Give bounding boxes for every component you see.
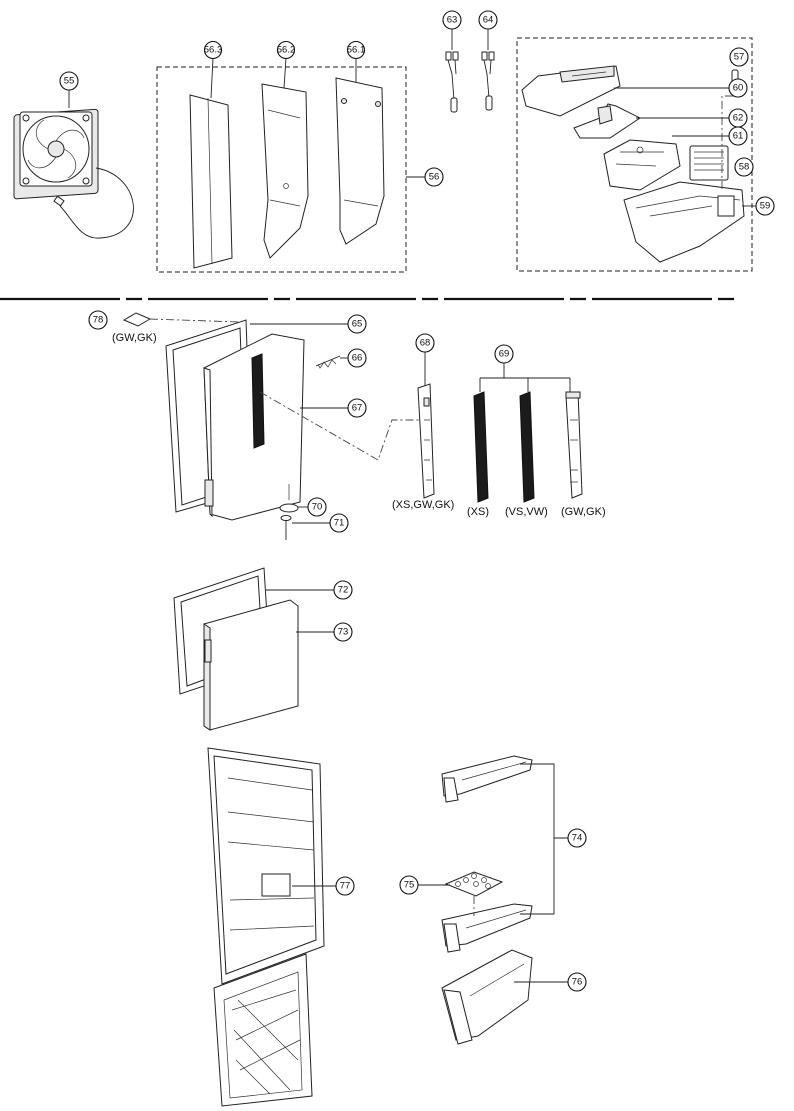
svg-text:58: 58	[739, 162, 750, 173]
svg-text:65: 65	[352, 319, 363, 330]
svg-text:74: 74	[572, 833, 583, 844]
svg-text:60: 60	[733, 83, 744, 94]
callout-71: 71	[292, 513, 349, 533]
callout-59: 59	[742, 196, 775, 216]
svg-text:67: 67	[352, 403, 363, 414]
display-link-line	[259, 391, 420, 461]
svg-text:73: 73	[338, 627, 349, 638]
door-shelf-74-upper	[441, 755, 533, 803]
svg-text:56.3: 56.3	[204, 45, 223, 56]
svg-text:78: 78	[93, 315, 104, 326]
callout-78: 78	[88, 310, 108, 330]
callout-75: 75	[399, 875, 450, 895]
callout-73: 73	[296, 622, 353, 642]
callout-56-3: 56.3	[204, 40, 223, 99]
door-shelf-74-lower	[441, 903, 533, 953]
duct-housing-59	[623, 181, 745, 263]
freezer-door-73	[203, 599, 299, 731]
screw-71	[280, 515, 292, 540]
callout-76: 76	[514, 972, 587, 992]
callout-57: 57	[729, 47, 749, 67]
svg-text:71: 71	[334, 518, 345, 529]
svg-text:57: 57	[734, 52, 745, 63]
duct-cover-56-1	[335, 77, 385, 245]
callout-56: 56	[406, 167, 444, 187]
callout-69: 69	[479, 344, 571, 392]
callout-66: 66	[340, 348, 367, 368]
svg-text:76: 76	[572, 977, 583, 988]
light-cover-62	[573, 103, 641, 139]
callout-68: 68	[415, 333, 435, 386]
callout-70: 70	[298, 497, 327, 517]
svg-text:64: 64	[483, 15, 494, 26]
display-strip-vs-vw	[519, 391, 535, 503]
svg-text:62: 62	[733, 113, 744, 124]
svg-text:56: 56	[429, 172, 440, 183]
callout-65: 65	[250, 314, 367, 334]
variant-78: (GW,GK)	[112, 332, 157, 344]
svg-text:72: 72	[338, 585, 349, 596]
hinge-pin-70	[279, 484, 299, 513]
variant-69-gw-gk: (GW,GK)	[561, 506, 606, 518]
callout-56-1: 56.1	[347, 40, 366, 82]
fan-assembly	[13, 108, 134, 239]
group-56-box	[156, 66, 407, 273]
svg-text:56.1: 56.1	[347, 45, 366, 56]
callout-61: 61	[672, 126, 748, 146]
callout-67: 67	[300, 398, 367, 418]
callout-58: 58	[734, 157, 754, 177]
control-housing-61	[603, 139, 681, 191]
callout-74: 74	[520, 763, 587, 915]
svg-text:61: 61	[733, 131, 744, 142]
callout-77: 77	[292, 876, 355, 896]
svg-text:69: 69	[499, 349, 510, 360]
damper-unit	[689, 145, 729, 181]
wire-harness-64	[481, 51, 495, 111]
svg-text:55: 55	[64, 76, 75, 87]
variant-69-vs-vw: (VS,VW)	[505, 506, 548, 518]
display-strip-xs	[473, 391, 489, 503]
duct-cover-56-2	[261, 83, 309, 259]
callout-62: 62	[636, 108, 748, 128]
callout-60: 60	[614, 78, 748, 98]
refrigerator-door-67	[203, 333, 305, 521]
callout-72: 72	[266, 580, 353, 600]
svg-text:68: 68	[420, 338, 431, 349]
callout-56-2: 56.2	[277, 40, 296, 89]
callout-64: 64	[478, 10, 498, 50]
svg-text:66: 66	[352, 353, 363, 364]
variant-69-xs: (XS)	[467, 506, 489, 518]
variant-68: (XS,GW,GK)	[392, 499, 454, 511]
callout-63: 63	[442, 10, 462, 50]
handle-66	[315, 355, 341, 369]
svg-text:56.2: 56.2	[277, 45, 296, 56]
svg-text:75: 75	[404, 880, 415, 891]
bottle-shelf-76	[441, 949, 533, 1045]
svg-text:77: 77	[340, 881, 351, 892]
control-cover-60	[521, 65, 621, 117]
door-liner-77	[207, 747, 325, 1107]
svg-text:70: 70	[312, 502, 323, 513]
display-pcb-68	[417, 383, 435, 499]
svg-text:59: 59	[760, 201, 771, 212]
group-58-box	[516, 37, 753, 272]
display-pcb-gw-gk	[565, 391, 583, 499]
wire-harness-63	[445, 51, 459, 113]
duct-cover-56-3	[189, 94, 233, 269]
callout-55: 55	[59, 71, 79, 108]
svg-text:63: 63	[447, 15, 458, 26]
label-78	[122, 312, 241, 327]
egg-tray-75	[444, 871, 504, 916]
